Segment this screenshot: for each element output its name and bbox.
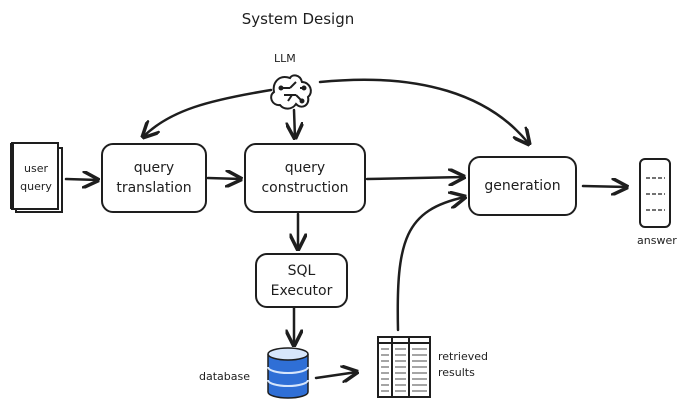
results-table-icon: [377, 336, 431, 398]
database-label: database: [199, 370, 250, 383]
generation-node: generation: [468, 156, 577, 216]
generation-label: generation: [484, 178, 561, 194]
arrow-generation-to-answer: [581, 186, 627, 187]
arrow-database-to-results: [314, 372, 357, 378]
arrow-llm-to-generation: [318, 78, 529, 144]
query-construction-line1: query: [284, 160, 326, 176]
answer-document-icon: [639, 158, 671, 228]
arrow-llm-to-translation: [143, 88, 273, 137]
query-translation-line2: translation: [116, 180, 192, 196]
user-query-line2: query: [20, 180, 52, 193]
document-stack-icon: [10, 142, 63, 213]
query-translation-node: query translation: [101, 143, 207, 213]
sql-executor-node: SQL Executor: [255, 253, 348, 308]
brain-icon: [270, 74, 312, 110]
user-query-line1: user: [24, 162, 48, 175]
retrieved-results-line1: retrieved: [438, 350, 488, 363]
retrieved-results-line2: results: [438, 366, 475, 379]
llm-label: LLM: [274, 52, 296, 65]
arrow-results-to-generation: [396, 197, 465, 332]
retrieved-results-label: retrieved results: [438, 349, 488, 381]
arrow-construction-to-generation: [365, 177, 464, 179]
query-translation-line1: query: [133, 160, 175, 176]
user-query-label: user query: [14, 160, 58, 196]
sql-executor-line1: SQL: [287, 262, 316, 279]
answer-label: answer: [637, 234, 677, 247]
database-icon: [267, 347, 309, 399]
arrow-translation-to-construction: [206, 178, 241, 179]
diagram-title: System Design: [241, 10, 355, 28]
sql-executor-line2: Executor: [270, 282, 333, 299]
query-construction-node: query construction: [244, 143, 366, 213]
arrow-llm-to-construction: [294, 108, 295, 138]
query-construction-line2: construction: [261, 180, 349, 196]
arrow-userquery-to-translation: [64, 179, 98, 180]
